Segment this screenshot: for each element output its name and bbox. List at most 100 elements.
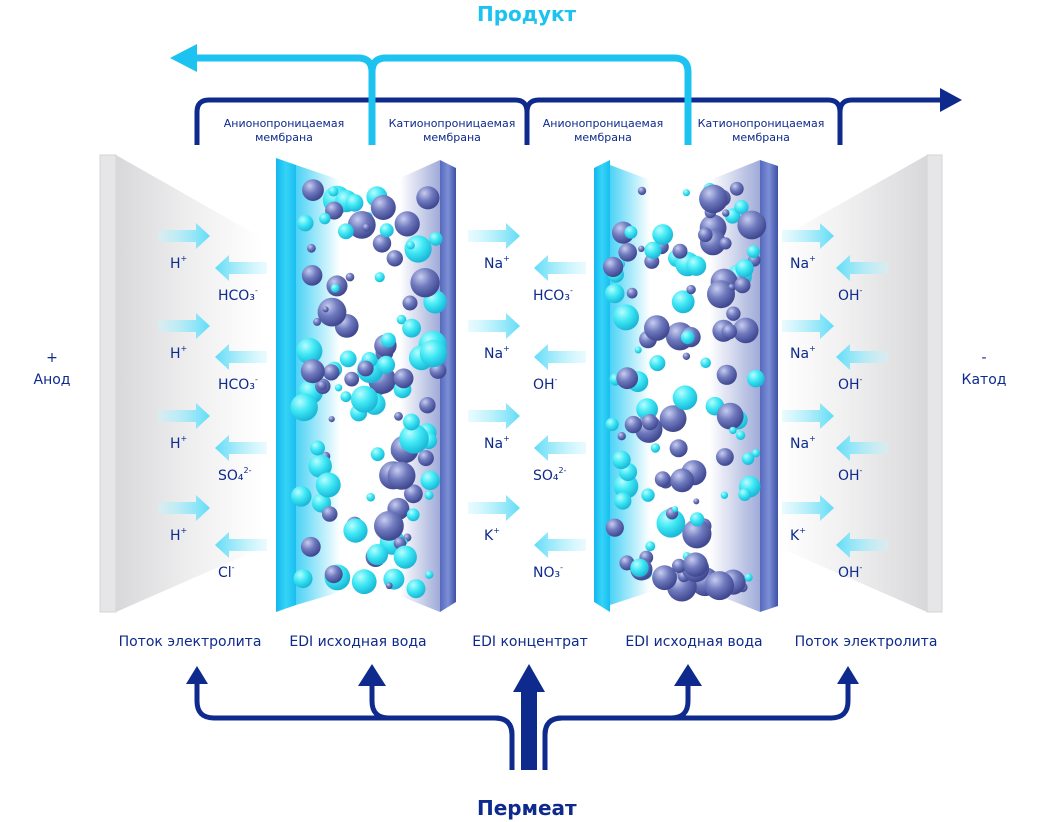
cathode-sign: - bbox=[981, 350, 987, 366]
ion-label: OH- bbox=[838, 286, 863, 304]
cyan-bead bbox=[735, 430, 746, 440]
purple-bead bbox=[672, 558, 687, 573]
anion-arrow bbox=[534, 435, 586, 461]
purple-bead bbox=[705, 571, 734, 601]
cyan-bead bbox=[424, 490, 434, 500]
cyan-bead bbox=[634, 346, 642, 354]
purple-bead bbox=[699, 184, 728, 214]
purple-bead bbox=[301, 265, 323, 286]
cyan-bead bbox=[374, 272, 385, 283]
purple-bead bbox=[616, 367, 639, 390]
purple-bead bbox=[707, 280, 735, 309]
purple-bead bbox=[641, 414, 659, 431]
purple-bead bbox=[328, 416, 335, 423]
purple-bead bbox=[719, 237, 732, 250]
cyan-bead bbox=[751, 449, 761, 458]
cyan-bead bbox=[630, 558, 649, 577]
purple-bead bbox=[654, 471, 671, 488]
anion-arrow bbox=[215, 344, 267, 370]
cyan-bead bbox=[293, 569, 313, 589]
cyan-bead bbox=[290, 486, 312, 507]
anion-arrow bbox=[215, 255, 267, 281]
cyan-bead bbox=[406, 241, 415, 250]
cathode-label: - Катод bbox=[954, 350, 1014, 388]
cyan-bead bbox=[351, 569, 377, 595]
cyan-bead bbox=[396, 314, 407, 325]
purple-bead bbox=[698, 227, 713, 243]
purple-bead bbox=[672, 243, 688, 259]
cyan-bead bbox=[343, 518, 368, 543]
cation-arrow bbox=[158, 495, 210, 521]
cyan-bead bbox=[380, 332, 396, 348]
cyan-bead bbox=[379, 223, 394, 238]
anion-arrow bbox=[215, 435, 267, 461]
anion-arrow bbox=[534, 344, 586, 370]
anode-sign: + bbox=[46, 350, 58, 366]
purple-bead bbox=[617, 432, 626, 441]
cathode-plate bbox=[780, 154, 943, 613]
purple-bead bbox=[344, 371, 360, 387]
cyan-bead bbox=[429, 232, 443, 246]
purple-bead bbox=[626, 287, 638, 299]
cyan-bead bbox=[366, 492, 376, 502]
cation-arrow bbox=[782, 223, 834, 249]
purple-bead bbox=[603, 256, 624, 277]
cyan-bead bbox=[613, 304, 639, 331]
purple-bead bbox=[317, 297, 347, 327]
ion-label: Na+ bbox=[484, 344, 510, 362]
ion-label: Na+ bbox=[484, 434, 510, 452]
concentrate-outlet-right bbox=[837, 97, 944, 113]
cyan-bead bbox=[612, 450, 631, 470]
permeate-arrow-4 bbox=[674, 664, 702, 686]
product-pipe bbox=[195, 54, 692, 145]
cyan-bead bbox=[340, 391, 352, 403]
purple-bead bbox=[357, 360, 374, 377]
cation-arrow bbox=[468, 223, 520, 249]
cyan-bead bbox=[747, 369, 765, 388]
purple-bead bbox=[716, 402, 744, 430]
purple-bead bbox=[721, 323, 737, 340]
cyan-bead bbox=[420, 470, 440, 491]
purple-bead bbox=[652, 565, 677, 591]
purple-bead bbox=[402, 295, 418, 311]
cyan-bead bbox=[720, 491, 729, 499]
anion-arrow bbox=[836, 344, 888, 370]
cyan-bead bbox=[406, 508, 420, 522]
ion-label: OH- bbox=[533, 375, 558, 393]
purple-bead bbox=[683, 552, 708, 577]
cyan-bead bbox=[746, 245, 760, 259]
ion-label: SO₄2- bbox=[218, 466, 252, 484]
purple-bead bbox=[637, 186, 647, 196]
purple-bead bbox=[416, 186, 440, 210]
cation-arrow bbox=[158, 223, 210, 249]
cyan-bead bbox=[402, 318, 421, 338]
cyan-bead bbox=[650, 443, 661, 453]
cyan-bead bbox=[350, 385, 378, 413]
ion-label: K+ bbox=[790, 526, 806, 544]
ion-label: Na+ bbox=[790, 344, 816, 362]
cation-arrow bbox=[158, 313, 210, 339]
anion-arrow bbox=[836, 532, 888, 558]
cation-arrow bbox=[782, 313, 834, 339]
ion-label: OH- bbox=[838, 375, 863, 393]
ion-label: Na+ bbox=[790, 434, 816, 452]
anode-text: Анод bbox=[33, 372, 71, 388]
purple-bead bbox=[386, 250, 403, 267]
ion-label: H+ bbox=[170, 254, 188, 272]
resin-beads-right bbox=[603, 181, 767, 602]
purple-bead bbox=[300, 359, 325, 384]
cyan-bead bbox=[656, 508, 686, 538]
resin-beads-left bbox=[290, 179, 448, 599]
cyan-bead bbox=[671, 506, 679, 513]
purple-bead bbox=[322, 306, 329, 313]
purple-bead bbox=[325, 201, 344, 220]
cyan-bead bbox=[672, 385, 698, 411]
ion-label: Na+ bbox=[790, 254, 816, 272]
cyan-bead bbox=[404, 235, 432, 263]
purple-bead bbox=[734, 277, 751, 294]
purple-bead bbox=[410, 268, 440, 298]
purple-bead bbox=[728, 283, 735, 291]
